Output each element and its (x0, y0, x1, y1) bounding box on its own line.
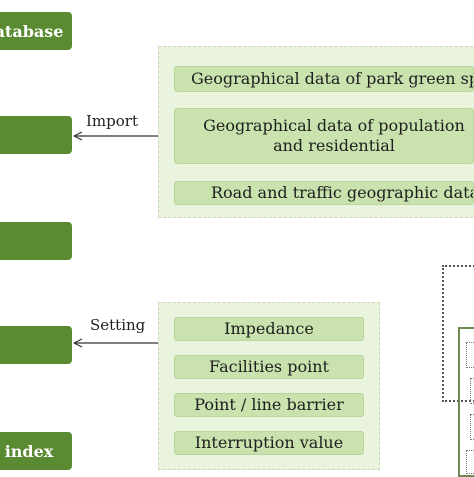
process-box-4 (0, 326, 72, 364)
import-label: Import (86, 112, 138, 130)
right-small-box-3 (470, 414, 474, 440)
process-box-2 (0, 116, 72, 154)
facilities-point-item: Facilities point (174, 355, 364, 379)
interruption-value-item: Interruption value (174, 431, 364, 455)
point-line-barrier-item: Point / line barrier (174, 393, 364, 417)
database-box: atabase (0, 12, 72, 50)
database-box-label: atabase (0, 21, 64, 41)
right-small-box-4 (466, 450, 474, 474)
road-traffic-data-text: Road and traffic geographic data (211, 183, 474, 202)
index-box: index (0, 432, 72, 470)
population-residential-data-text: Geographical data of population and resi… (203, 116, 465, 155)
impedance-text: Impedance (224, 319, 314, 338)
setting-label: Setting (90, 316, 146, 334)
interruption-value-text: Interruption value (194, 433, 344, 452)
park-green-space-data-text: Geographical data of park green spac (191, 69, 474, 88)
road-traffic-data-item: Road and traffic geographic data (174, 181, 474, 205)
impedance-item: Impedance (174, 317, 364, 341)
population-residential-data-item: Geographical data of population and resi… (174, 108, 474, 164)
process-box-3 (0, 222, 72, 260)
facilities-point-text: Facilities point (209, 357, 329, 376)
point-line-barrier-text: Point / line barrier (194, 395, 344, 414)
right-small-box-1 (466, 342, 474, 368)
park-green-space-data-item: Geographical data of park green spac (174, 66, 474, 92)
right-small-box-2 (470, 378, 474, 404)
index-box-label: index (4, 441, 54, 461)
